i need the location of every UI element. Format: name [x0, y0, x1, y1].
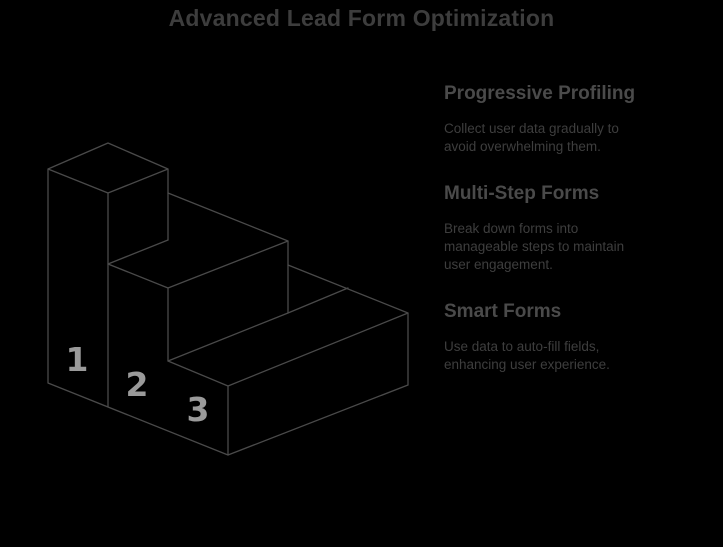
- feature-heading: Progressive Profiling: [444, 83, 636, 104]
- step2-number-label: 2: [126, 365, 149, 404]
- step1-number-label: 1: [66, 340, 89, 379]
- feature-description: Break down forms into manageable steps t…: [444, 220, 674, 274]
- feature-smart-forms: Smart Forms Use data to auto-fill fields…: [444, 302, 674, 374]
- feature-progressive-profiling: Progressive Profiling Collect user data …: [444, 84, 674, 156]
- page-title: Advanced Lead Form Optimization: [168, 5, 555, 31]
- description-line: manageable steps to maintain: [444, 239, 625, 254]
- step3-box-outline: [167, 264, 409, 456]
- description-line: user engagement.: [444, 257, 553, 272]
- feature-description: Use data to auto-fill fields, enhancing …: [444, 338, 674, 374]
- description-line: Use data to auto-fill fields,: [444, 339, 600, 354]
- step1-box-outline: [47, 142, 229, 456]
- description-line: Collect user data gradually to: [444, 121, 619, 136]
- description-line: avoid overwhelming them.: [444, 139, 601, 154]
- step2-box-outline: [107, 192, 289, 362]
- feature-heading: Smart Forms: [444, 301, 562, 322]
- description-line: Break down forms into: [444, 221, 579, 236]
- step3-number-label: 3: [187, 390, 210, 429]
- description-line: enhancing user experience.: [444, 357, 610, 372]
- feature-heading: Multi-Step Forms: [444, 183, 600, 204]
- feature-multi-step-forms: Multi-Step Forms Break down forms into m…: [444, 184, 674, 274]
- feature-description: Collect user data gradually to avoid ove…: [444, 120, 674, 156]
